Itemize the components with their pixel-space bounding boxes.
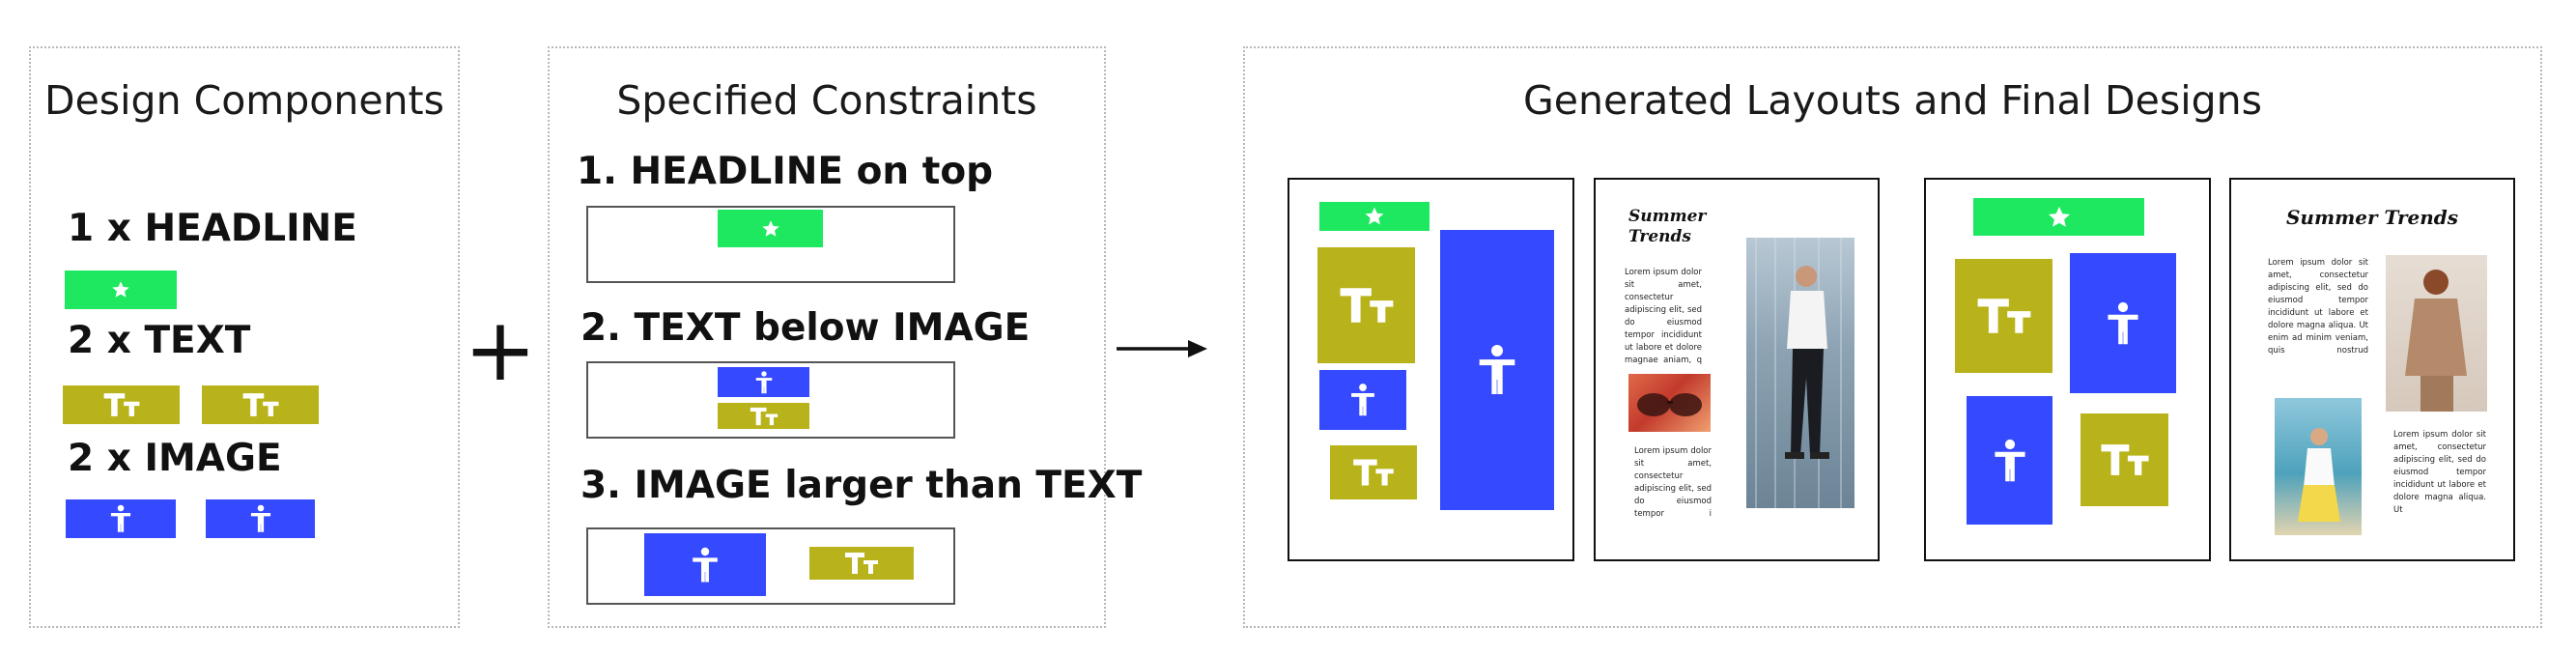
person-icon bbox=[1478, 343, 1516, 397]
headline-chip bbox=[65, 271, 177, 309]
image-count-label: 2 x IMAGE bbox=[68, 437, 282, 480]
text-chip bbox=[1330, 445, 1417, 499]
image-chip bbox=[718, 367, 809, 397]
text-size-icon bbox=[749, 407, 779, 426]
poster-title-line: Trends bbox=[1628, 227, 1692, 246]
text-size-icon bbox=[844, 552, 879, 575]
text-chip bbox=[718, 403, 809, 429]
headline-count-label: 1 x HEADLINE bbox=[68, 207, 357, 250]
panel-title: Design Components bbox=[44, 77, 444, 124]
final-design-2: Summer Trends Lorem ipsum dolor sit amet… bbox=[2229, 178, 2515, 561]
person-icon bbox=[110, 504, 131, 533]
constraint-label: 1. HEADLINE on top bbox=[577, 150, 994, 193]
person-photo bbox=[1755, 238, 1842, 508]
image-chip bbox=[644, 533, 766, 596]
poster-title: Summer Trends bbox=[2285, 206, 2458, 229]
panel-title: Generated Layouts and Final Designs bbox=[1523, 77, 2262, 124]
panel-title: Specified Constraints bbox=[616, 77, 1037, 124]
person-icon bbox=[2107, 300, 2139, 347]
text-size-icon bbox=[1339, 286, 1395, 325]
headline-chip bbox=[1319, 202, 1430, 231]
headline-chip bbox=[718, 210, 823, 247]
person-icon bbox=[692, 546, 719, 584]
image-chip bbox=[206, 499, 315, 538]
text-size-icon bbox=[102, 392, 141, 417]
text-size-icon bbox=[2100, 442, 2150, 477]
image-chip bbox=[1440, 230, 1554, 510]
plus-symbol: + bbox=[464, 299, 537, 401]
image-chip bbox=[1319, 370, 1406, 430]
text-chip bbox=[202, 385, 319, 424]
poster-body-text: Lorem ipsum dolor sit amet, consectetur … bbox=[2393, 430, 2486, 515]
person-photo bbox=[2298, 428, 2340, 522]
text-chip bbox=[2081, 413, 2168, 506]
headline-chip bbox=[1973, 198, 2144, 236]
text-size-icon bbox=[241, 392, 280, 417]
sunglasses-photo bbox=[1628, 374, 1711, 432]
person-icon bbox=[250, 504, 271, 533]
text-chip bbox=[1317, 247, 1415, 363]
person-icon bbox=[1350, 383, 1375, 417]
star-icon bbox=[760, 218, 781, 240]
final-design-1: Summer Trends Lorem ipsum dolor sit amet… bbox=[1594, 178, 1880, 561]
text-count-label: 2 x TEXT bbox=[68, 319, 251, 362]
text-size-icon bbox=[1976, 297, 2032, 335]
star-icon bbox=[110, 279, 131, 300]
text-chip bbox=[63, 385, 180, 424]
person-icon bbox=[1994, 438, 2026, 484]
constraint-label: 3. IMAGE larger than TEXT bbox=[580, 464, 1143, 507]
poster-title-line: Summer bbox=[1628, 207, 1707, 226]
text-chip bbox=[809, 547, 914, 580]
constraint-label: 2. TEXT below IMAGE bbox=[580, 306, 1031, 350]
person-icon bbox=[755, 371, 773, 394]
beach-photo bbox=[2275, 398, 2362, 535]
star-icon bbox=[2046, 204, 2073, 231]
image-chip bbox=[66, 499, 176, 538]
poster-body-text: Lorem ipsum dolor sit amet, consectetur … bbox=[2268, 258, 2368, 356]
design-components-panel: Design Components bbox=[29, 46, 460, 628]
poster-title: Summer Trends bbox=[1628, 207, 1706, 247]
generated-layouts-panel: Generated Layouts and Final Designs bbox=[1243, 46, 2542, 628]
image-chip bbox=[2070, 253, 2176, 393]
text-chip bbox=[1955, 259, 2052, 373]
right-arrow-icon bbox=[1117, 340, 1207, 357]
star-icon bbox=[1363, 205, 1386, 228]
fashion-photo bbox=[2386, 255, 2487, 412]
poster-body-text: Lorem ipsum dolor sit amet, consectetur … bbox=[1634, 446, 1712, 519]
text-size-icon bbox=[1352, 458, 1395, 487]
specified-constraints-panel: Specified Constraints bbox=[548, 46, 1106, 628]
sunglasses-icon bbox=[1637, 393, 1702, 416]
person-photo bbox=[2405, 270, 2467, 412]
image-chip bbox=[1967, 396, 2052, 525]
poster-body-text: Lorem ipsum dolor sit amet, consectetur … bbox=[1625, 268, 1702, 365]
model-photo bbox=[1746, 238, 1854, 508]
